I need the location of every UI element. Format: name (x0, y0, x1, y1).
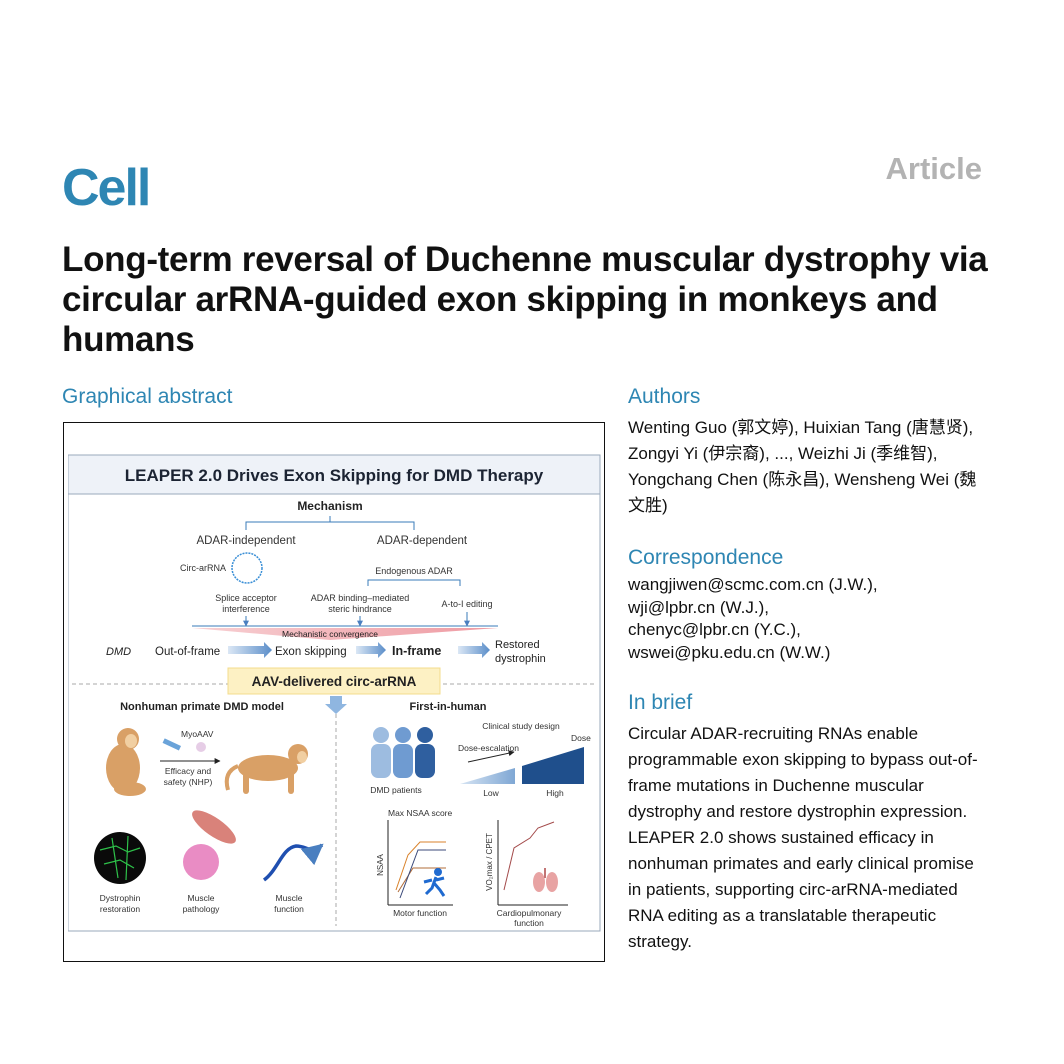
restored-label: Restored (495, 639, 540, 651)
in-brief-text: Circular ADAR-recruiting RNAs enable pro… (628, 724, 978, 951)
graphical-abstract-heading: Graphical abstract (62, 385, 233, 408)
authors-heading: Authors (628, 385, 701, 408)
mechanism-label: Mechanism (297, 499, 362, 513)
high-label: High (546, 788, 564, 798)
flow-arrow-1 (228, 642, 272, 658)
convergence-label: Mechanistic convergence (282, 629, 378, 639)
nsaa-line-1 (395, 841, 446, 891)
flow-arrow-2 (356, 642, 386, 658)
first-in-human-title: First-in-human (410, 701, 487, 713)
article-type-label: Article (885, 151, 982, 186)
nsaa-line-3 (399, 849, 446, 899)
low-label: Low (483, 788, 499, 798)
dystrophin-label: Dystrophin (100, 893, 141, 903)
dmd-patients-label: DMD patients (370, 785, 422, 795)
flow-arrow-3 (458, 642, 490, 658)
figure-title-bar (68, 454, 601, 495)
adar-independent-label: ADAR-independent (196, 535, 296, 547)
aav-label: AAV-delivered circ-arRNA (252, 674, 417, 689)
adar-dependent-bracket (367, 579, 461, 586)
vo2-line (503, 821, 555, 891)
dystrophin-label-2: restoration (100, 904, 140, 914)
nsaa-line-2 (397, 867, 446, 893)
patients-icon (371, 727, 435, 778)
a-to-i-label: A-to-I editing (441, 599, 492, 609)
vo2-axis-label: VO₂max / CPET (485, 833, 494, 891)
low-dose-wedge (460, 768, 515, 784)
myoaav-label: MyoAAV (181, 729, 214, 739)
mechanism-bracket (245, 516, 415, 530)
figure-title: LEAPER 2.0 Drives Exon Skipping for DMD … (125, 466, 544, 485)
motor-function-label: Motor function (393, 908, 447, 918)
adar-binding-label-2: steric hindrance (328, 604, 392, 614)
correspondence-email[interactable]: wji@lpbr.cn (W.J.), (628, 597, 769, 617)
circ-arrna-ring-icon (231, 552, 263, 584)
out-of-frame-label: Out-of-frame (155, 646, 220, 658)
walking-monkey-icon (224, 744, 308, 794)
dose-label: Dose (571, 733, 591, 743)
correspondence-list: wangjiwen@scmc.com.cn (J.W.), wji@lpbr.c… (628, 574, 988, 664)
muscle-function-label: Muscle (276, 893, 303, 903)
convergence-wedge (192, 628, 498, 640)
sitting-monkey-icon (106, 728, 146, 796)
muscle-pathology-label: Muscle (188, 893, 215, 903)
down-arrow-icon (325, 696, 347, 714)
syringe-icon (162, 738, 182, 751)
correspondence-email[interactable]: chenyc@lpbr.cn (Y.C.), (628, 620, 801, 639)
cardiopulmonary-label-2: function (514, 918, 544, 928)
adar-binding-label: ADAR binding–mediated (311, 593, 410, 603)
lungs-icon (533, 868, 558, 892)
efficacy-label-2: safety (NHP) (164, 777, 213, 787)
cardiopulmonary-label: Cardiopulmonary (497, 908, 562, 918)
endogenous-adar-label: Endogenous ADAR (375, 566, 453, 576)
high-dose-wedge (522, 747, 584, 784)
in-frame-label: In-frame (392, 644, 441, 658)
nsaa-axis-label: NSAA (376, 853, 385, 875)
correspondence-email[interactable]: wswei@pku.edu.cn (W.W.) (628, 642, 831, 662)
in-brief-heading: In brief (628, 691, 693, 714)
graphical-abstract-frame (63, 422, 605, 962)
muscle-pathology-label-2: pathology (183, 904, 221, 914)
authors-list: Wenting Guo (郭文婷), Huixian Tang (唐慧贤), Z… (628, 418, 977, 515)
graphical-abstract-figure: LEAPER 2.0 Drives Exon Skipping for DMD … (68, 454, 601, 932)
adar-dependent-label: ADAR-dependent (377, 535, 468, 547)
dose-escalation-label: Dose-escalation (458, 743, 519, 753)
muscle-icon (183, 810, 236, 880)
correspondence-email[interactable]: wangjiwen@scmc.com.cn (J.W.), (628, 575, 878, 594)
microscopy-icon (94, 832, 146, 884)
correspondence-heading: Correspondence (628, 546, 784, 569)
capsid-icon (196, 742, 206, 752)
aav-box (227, 667, 441, 695)
restored-label-2: dystrophin (495, 653, 546, 665)
muscle-function-label-2: function (274, 904, 304, 914)
journal-logo: Cell (62, 159, 151, 217)
exon-skipping-label: Exon skipping (275, 646, 347, 658)
muscle-function-arrow-icon (262, 843, 324, 882)
max-nsaa-label: Max NSAA score (388, 808, 453, 818)
paper-title: Long-term reversal of Duchenne muscular … (62, 240, 988, 359)
clinical-design-label: Clinical study design (482, 721, 560, 731)
nhp-title: Nonhuman primate DMD model (120, 701, 284, 713)
running-child-icon (423, 868, 446, 897)
circ-arrna-label: Circ-arRNA (180, 563, 226, 573)
splice-acceptor-label: Splice acceptor (215, 593, 277, 603)
dmd-label: DMD (106, 646, 131, 658)
efficacy-label: Efficacy and (165, 766, 211, 776)
splice-acceptor-label-2: interference (222, 604, 270, 614)
